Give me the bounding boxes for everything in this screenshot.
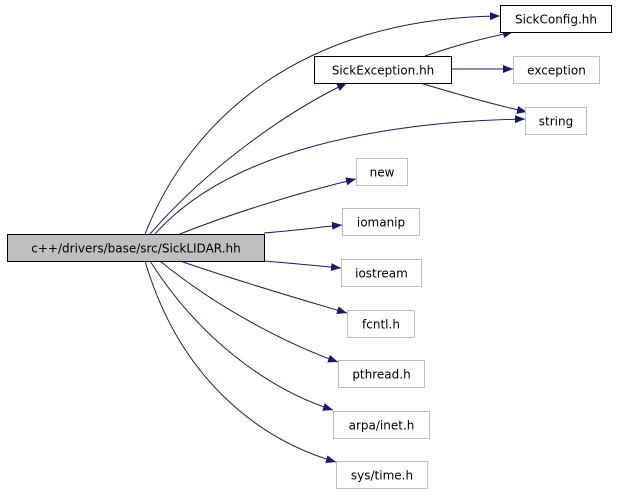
node-label: new [370,166,395,180]
node-label: fcntl.h [362,318,400,332]
node-sickexception[interactable]: SickException.hh [314,56,452,84]
node-box [356,158,408,186]
node-box [342,208,420,236]
edge-root-to-sickexception [149,82,348,235]
node-label: c++/drivers/base/src/SickLIDAR.hh [31,242,240,256]
node-label: sys/time.h [351,469,413,483]
edge-root-to-new [179,177,357,235]
node-box [347,310,415,338]
edge-root-to-fcntl [179,260,348,314]
node-exception: exception [513,56,600,84]
edge-sickexception-to-sickconfig [424,30,514,57]
node-box [7,234,265,262]
node-label: exception [527,64,586,78]
edge-root-to-string [154,115,526,235]
node-iostream: iostream [341,259,422,287]
node-label: pthread.h [352,368,410,382]
node-pthread: pthread.h [338,360,425,388]
node-fcntl: fcntl.h [347,310,415,338]
node-systime: sys/time.h [336,461,428,489]
node-label: SickConfig.hh [515,13,597,27]
node-box [314,56,452,84]
node-box [525,107,587,135]
node-label: string [539,115,573,129]
node-new: new [356,158,408,186]
node-box [336,461,428,489]
node-root[interactable]: c++/drivers/base/src/SickLIDAR.hh [7,234,265,262]
node-box [500,5,612,33]
node-sickconfig[interactable]: SickConfig.hh [500,5,612,33]
node-label: iomanip [357,216,405,230]
edge-root-to-arpainet [149,260,334,411]
node-box [513,56,600,84]
node-box [333,411,430,439]
node-label: iostream [355,267,408,281]
node-box [338,360,425,388]
node-box [341,259,422,287]
edge-root-to-iostream [263,260,342,272]
edges-layer [144,12,528,464]
nodes-layer: c++/drivers/base/src/SickLIDAR.hh SickCon… [7,5,612,489]
node-iomanip: iomanip [342,208,420,236]
edge-root-to-systime [144,260,337,464]
node-label: SickException.hh [332,64,435,78]
edge-root-to-sickconfig [144,12,501,235]
edge-sickexception-to-string [419,82,528,114]
node-string: string [525,107,587,135]
edge-root-to-pthread [159,260,339,363]
node-arpainet: arpa/inet.h [333,411,430,439]
edge-root-to-iomanip [263,221,343,234]
node-label: arpa/inet.h [349,419,415,433]
